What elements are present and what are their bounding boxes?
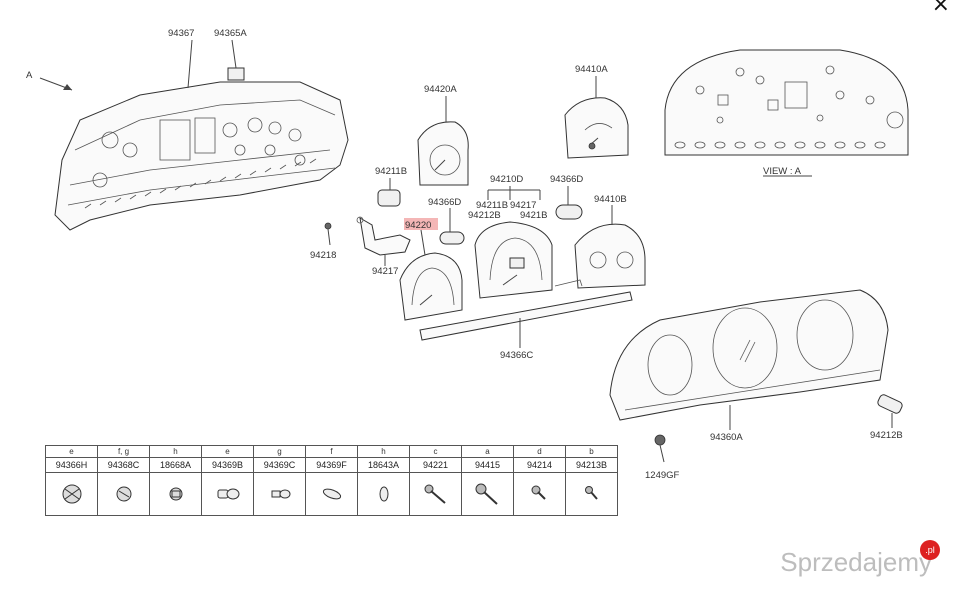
label-1249GF: 1249GF	[645, 470, 680, 481]
table-cell-part-number: 94221	[409, 457, 462, 473]
screw-washer-icon	[461, 472, 514, 516]
table-cell-code: e	[201, 445, 254, 458]
gauge-94410B	[574, 223, 646, 289]
tachometer-94220	[399, 252, 463, 321]
label-9421B: 9421B	[520, 210, 547, 221]
watermark-badge: .pl	[920, 540, 940, 560]
part-94212B	[877, 394, 903, 414]
label-94220: 94220	[405, 220, 431, 231]
table-cell-code: b	[565, 445, 618, 458]
table-cell-part-number: 18643A	[357, 457, 410, 473]
label-94365A: 94365A	[214, 28, 247, 39]
screw-short-icon	[513, 472, 566, 516]
table-cell-part-number: 94415	[461, 457, 514, 473]
table-cell-part-number: 94213B	[565, 457, 618, 473]
screw-small-icon	[565, 472, 618, 516]
table-cell-part-number: 94369C	[253, 457, 306, 473]
label-94420A: 94420A	[424, 84, 457, 95]
table-cell-code: d	[513, 445, 566, 458]
strip-94366C	[419, 279, 633, 341]
table-cell-code: e	[45, 445, 98, 458]
label-94211B-2: 94211B	[476, 200, 508, 211]
speedometer-94210D	[474, 221, 553, 299]
label-94212B-2: 94212B	[870, 430, 903, 441]
close-icon[interactable]: ×	[931, 0, 950, 17]
table-cell-code: h	[357, 445, 410, 458]
label-94211B: 94211B	[375, 166, 407, 177]
table-cell-code: c	[409, 445, 462, 458]
bulb-small-icon	[253, 472, 306, 516]
table-cell-code: h	[149, 445, 202, 458]
label-94212B: 94212B	[468, 210, 501, 221]
screw-long-icon	[409, 472, 462, 516]
table-cell-part-number: 94369F	[305, 457, 358, 473]
label-94410A: 94410A	[575, 64, 608, 75]
table-cell-part-number: 94214	[513, 457, 566, 473]
bulb-tiny-icon	[357, 472, 410, 516]
label-highlight	[404, 218, 438, 230]
gauge-94410A	[564, 97, 629, 159]
label-94217: 94217	[372, 266, 398, 277]
label-94217-top: 94217	[510, 200, 536, 211]
view-arrow-a	[39, 77, 73, 91]
bulb-capsule-icon	[305, 472, 358, 516]
table-row-images	[45, 472, 618, 516]
label-94360A: 94360A	[710, 432, 743, 443]
cluster-front-94360A	[609, 289, 889, 421]
table-cell-part-number: 18668A	[149, 457, 202, 473]
watermark-text: Sprzedajemy	[780, 547, 932, 577]
label-94218: 94218	[310, 250, 336, 261]
table-row-codes: e f, g h e g f h c a d b	[45, 445, 618, 458]
parts-table: e f, g h e g f h c a d b 94366H 94368C 1…	[45, 445, 618, 516]
table-cell-code: g	[253, 445, 306, 458]
label-94366D-2: 94366D	[550, 174, 583, 185]
cluster-housing-rear	[54, 67, 349, 231]
bulb-socket-94211B	[377, 189, 401, 207]
screw-94218	[324, 222, 332, 246]
bracket-94217	[356, 216, 411, 256]
bulb-wedge-icon	[201, 472, 254, 516]
bulb-socket-mini-icon	[149, 472, 202, 516]
label-arrow-a: A	[26, 70, 33, 81]
label-94366D-1: 94366D	[428, 197, 461, 208]
gauge-94420A	[417, 121, 469, 186]
table-cell-code: a	[461, 445, 514, 458]
pad-94366D-right	[555, 204, 583, 220]
view-a-detail	[664, 49, 909, 156]
label-94367: 94367	[168, 28, 194, 39]
table-cell-part-number: 94366H	[45, 457, 98, 473]
table-cell-part-number: 94368C	[97, 457, 150, 473]
pad-94366D-left	[439, 231, 465, 245]
bulb-socket-small-icon	[97, 472, 150, 516]
label-view-a: VIEW : A	[763, 166, 802, 177]
screw-1249GF	[654, 434, 666, 463]
callout-bracket-94210D	[487, 186, 541, 200]
table-row-numbers: 94366H 94368C 18668A 94369B 94369C 94369…	[45, 457, 618, 473]
label-94366C: 94366C	[500, 350, 533, 361]
label-94410B: 94410B	[594, 194, 627, 205]
table-cell-code: f, g	[97, 445, 150, 458]
label-94210D: 94210D	[490, 174, 523, 185]
bulb-socket-icon	[45, 472, 98, 516]
table-cell-code: f	[305, 445, 358, 458]
table-cell-part-number: 94369B	[201, 457, 254, 473]
